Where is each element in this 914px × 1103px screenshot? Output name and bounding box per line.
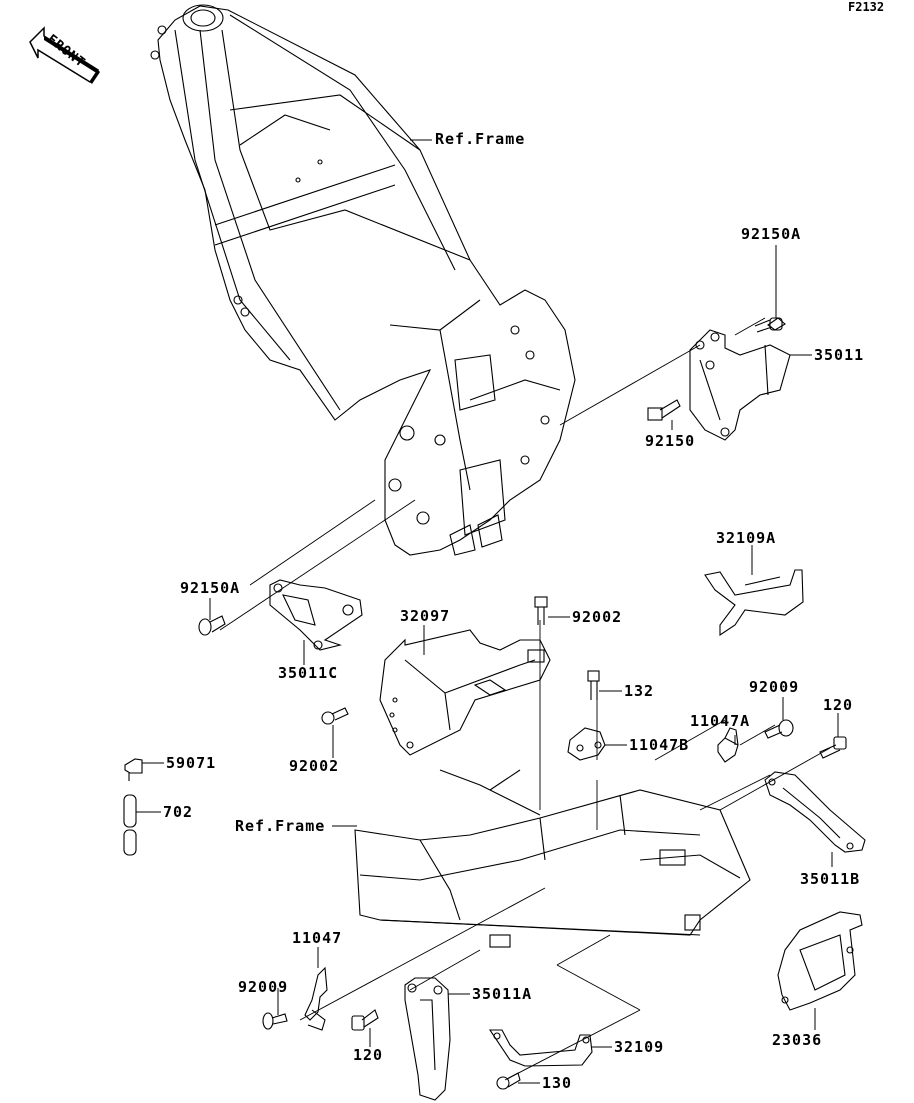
part-label-23036[interactable]: 23036 [772, 1031, 823, 1049]
part-label-11047b[interactable]: 11047B [629, 736, 690, 754]
bracket-11047b-drawing [567, 727, 606, 761]
bolt-120-left-drawing [351, 1009, 379, 1031]
bolt-92009-left-drawing [262, 1012, 288, 1030]
bolt-130-drawing [496, 1072, 521, 1090]
part-label-35011c[interactable]: 35011C [278, 664, 339, 682]
part-label-35011b[interactable]: 35011B [800, 870, 861, 888]
bracket-35011a-drawing [404, 977, 451, 1101]
tube-702-drawing [123, 794, 137, 856]
part-label-92009-left[interactable]: 92009 [238, 978, 289, 996]
battery-case-32097-drawing [379, 629, 551, 756]
part-label-130[interactable]: 130 [542, 1074, 573, 1092]
part-label-ref-frame-bottom[interactable]: Ref.Frame [235, 817, 326, 835]
bolt-92009-right-drawing [764, 719, 794, 739]
bolt-92150a-right-drawing [754, 317, 786, 333]
part-label-92009-right[interactable]: 92009 [749, 678, 800, 696]
part-label-702[interactable]: 702 [163, 803, 194, 821]
part-label-ref-frame-top[interactable]: Ref.Frame [435, 130, 526, 148]
bolt-92002-top-drawing [534, 596, 548, 625]
bracket-35011-drawing [689, 329, 791, 441]
part-label-32109a[interactable]: 32109A [716, 529, 777, 547]
part-label-35011[interactable]: 35011 [814, 346, 865, 364]
bracket-32109-drawing [488, 1029, 593, 1067]
part-label-120-left[interactable]: 120 [353, 1046, 384, 1064]
part-label-35011a[interactable]: 35011A [472, 985, 533, 1003]
bolt-92150-drawing [647, 399, 681, 421]
bracket-35011b-drawing [764, 771, 866, 853]
part-label-120-right[interactable]: 120 [823, 696, 854, 714]
figure-code: F2132 [848, 0, 885, 14]
bolt-120-right-drawing [819, 736, 847, 759]
part-label-92002-top[interactable]: 92002 [572, 608, 623, 626]
part-label-11047[interactable]: 11047 [292, 929, 343, 947]
clip-11047a-drawing [717, 727, 739, 763]
part-label-132[interactable]: 132 [624, 682, 655, 700]
bolt-92002-left-drawing [321, 707, 349, 725]
label-leaders [136, 139, 839, 1084]
part-label-92150a-right[interactable]: 92150A [741, 225, 802, 243]
bracket-32109a-drawing [704, 569, 804, 637]
part-label-92150[interactable]: 92150 [645, 432, 696, 450]
front-arrow-icon [29, 26, 100, 84]
part-label-59071[interactable]: 59071 [166, 754, 217, 772]
sub-frame-drawing [354, 769, 751, 948]
part-label-32097[interactable]: 32097 [400, 607, 451, 625]
bolt-92150a-left-drawing [198, 615, 226, 636]
bolt-132-drawing [587, 670, 600, 700]
bracket-11047-drawing [304, 966, 328, 1031]
guard-23036-drawing [777, 911, 863, 1011]
clip-59071-drawing [124, 758, 143, 781]
bracket-35011c-drawing [269, 579, 363, 651]
main-frame-drawing [150, 4, 576, 556]
part-label-92002-left[interactable]: 92002 [289, 757, 340, 775]
part-label-32109[interactable]: 32109 [614, 1038, 665, 1056]
part-label-92150a-left[interactable]: 92150A [180, 579, 241, 597]
part-label-11047a[interactable]: 11047A [690, 712, 751, 730]
leader-lines [219, 317, 831, 1081]
